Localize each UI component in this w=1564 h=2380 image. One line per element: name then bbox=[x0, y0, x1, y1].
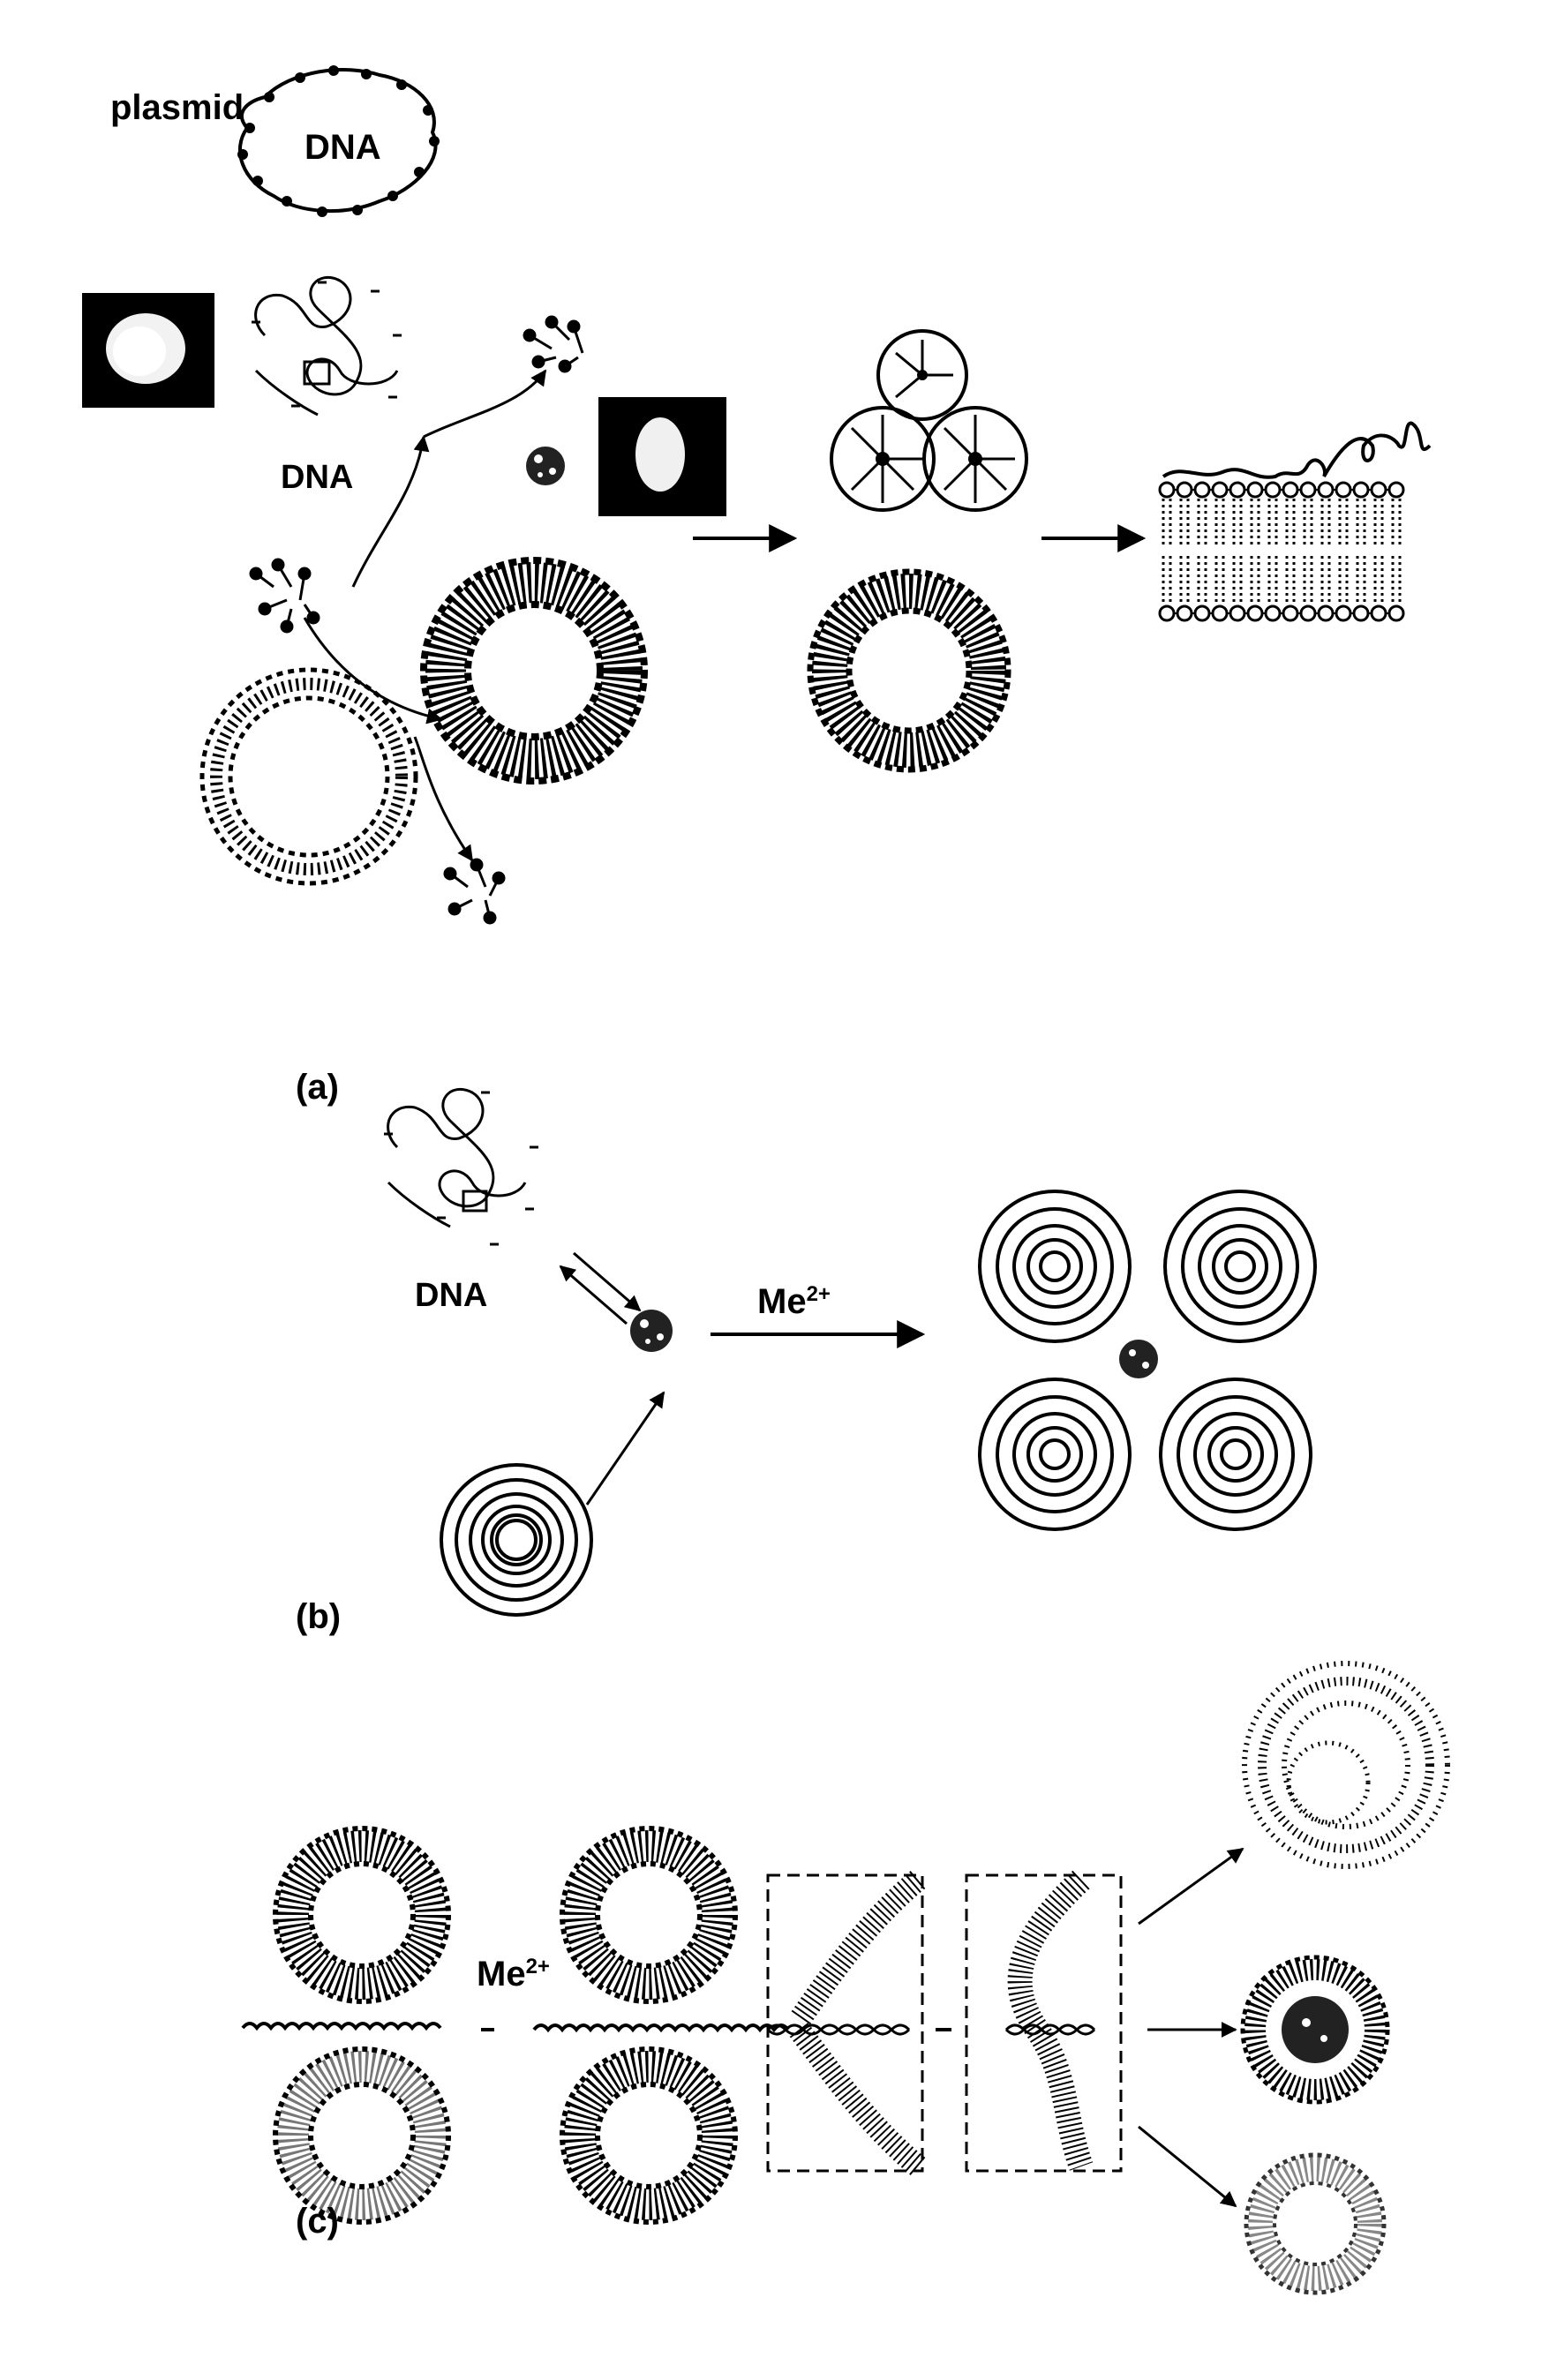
arrow-icon bbox=[559, 1265, 628, 1325]
panel-b: DNA Me2+ bbox=[296, 1087, 1317, 1636]
dna-helix-icon bbox=[532, 2023, 790, 2033]
panel-label-b: (b) bbox=[296, 1597, 341, 1636]
arrow-icon bbox=[573, 1251, 642, 1312]
panel-label-a: (a) bbox=[296, 1068, 339, 1107]
plasmid-dna-label: DNA bbox=[305, 128, 381, 167]
thick-liposome-icon bbox=[560, 1826, 738, 2004]
condensed-dna-particle bbox=[630, 1310, 673, 1352]
plasmid-label: plasmid bbox=[110, 88, 244, 127]
arrow-icon bbox=[423, 369, 547, 439]
panel-a: DNA bbox=[82, 275, 1432, 1107]
thick-liposome-icon bbox=[273, 2046, 451, 2225]
multilamellar-vesicle-icon bbox=[978, 1190, 1132, 1343]
micelle-icon bbox=[830, 329, 1028, 512]
dna-label-b: DNA bbox=[415, 1277, 487, 1314]
plasmid-dna: plasmid DNA bbox=[110, 65, 440, 217]
panel-c: Me2+ bbox=[241, 1661, 1450, 2295]
micelle-cores bbox=[876, 370, 982, 466]
thick-liposome-icon bbox=[807, 568, 1011, 773]
multilamellar-vesicle-icon bbox=[440, 1463, 593, 1617]
micrograph-icon bbox=[82, 293, 214, 408]
dna-loaded-liposome-icon bbox=[1240, 1955, 1390, 2105]
multilamellar-vesicle-icon bbox=[1163, 1190, 1317, 1343]
dna-charges-a bbox=[252, 281, 402, 408]
arrow-icon bbox=[1138, 2125, 1237, 2208]
surfactant-cluster-left bbox=[249, 558, 320, 634]
arrow-icon bbox=[585, 1391, 665, 1505]
dna-coil-icon bbox=[387, 1087, 527, 1228]
me-label-c: Me2+ bbox=[477, 1955, 550, 1993]
thick-liposome-icon bbox=[420, 557, 648, 785]
surfactant-cluster-top bbox=[523, 315, 584, 373]
thick-liposome-icon bbox=[273, 1826, 451, 2004]
arrow-icon bbox=[303, 617, 443, 725]
dna-coil-icon bbox=[254, 275, 399, 417]
liposome-icon bbox=[199, 667, 418, 886]
arrow-icon bbox=[413, 736, 474, 862]
surfactant-cluster-bottom bbox=[443, 858, 506, 925]
adsorbed-dna bbox=[1162, 421, 1432, 479]
dna-charges-b bbox=[384, 1091, 538, 1246]
multilamellar-vesicle-icon bbox=[1159, 1378, 1312, 1531]
arrow-icon bbox=[351, 435, 430, 588]
micrograph-icon bbox=[598, 397, 726, 516]
panel-label-c: (c) bbox=[296, 2202, 339, 2241]
me-label-b: Me2+ bbox=[757, 1282, 831, 1321]
fusion-box-icon bbox=[965, 1870, 1123, 2173]
condensed-dna-particle bbox=[1119, 1340, 1158, 1378]
multilamellar-vesicle-icon bbox=[978, 1378, 1132, 1531]
dna-helix-icon bbox=[241, 2022, 442, 2031]
thick-liposome-icon bbox=[560, 2046, 738, 2225]
dna-label-a: DNA bbox=[281, 459, 353, 496]
condensed-dna-particle bbox=[526, 447, 565, 485]
fused-vesicle-icon bbox=[1242, 1661, 1450, 1869]
thick-liposome-icon bbox=[1244, 2152, 1387, 2295]
arrow-icon bbox=[1138, 1847, 1244, 1926]
lipid-bilayer-icon bbox=[1158, 421, 1432, 622]
fusion-box-icon bbox=[766, 1871, 926, 2175]
plasmid-beads bbox=[237, 65, 440, 217]
